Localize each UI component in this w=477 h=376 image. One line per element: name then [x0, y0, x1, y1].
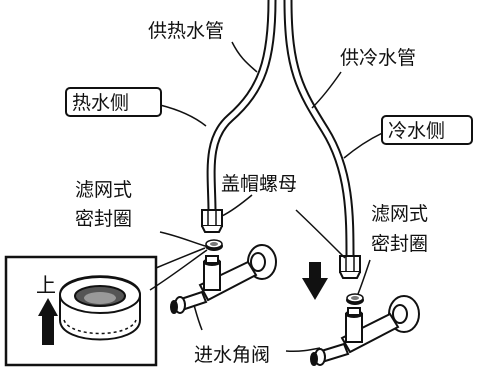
- cold-angle-valve: [310, 295, 420, 366]
- cold-cap-nut: [339, 255, 361, 279]
- hot-cap-nut: [201, 209, 223, 233]
- hot-angle-valve: [170, 244, 277, 314]
- cap-nut-label: 盖帽螺母: [221, 173, 297, 195]
- hot-water-hose: [206, 0, 277, 217]
- cold-side-label-box: [381, 115, 473, 145]
- left-filter-gasket-label-line1: 滤网式: [75, 179, 132, 201]
- hot-side-label: 热水侧: [72, 92, 129, 114]
- hot-supply-pipe-label: 供热水管: [148, 20, 224, 42]
- inset-up-label: 上: [36, 273, 56, 297]
- gasket-inset: [4, 255, 158, 367]
- inset-gasket-drawing: [59, 275, 141, 341]
- right-filter-gasket-label-line1: 滤网式: [371, 203, 428, 225]
- right-filter-gasket-label-line2: 密封圈: [371, 233, 428, 255]
- cold-supply-pipe-label: 供冷水管: [340, 47, 416, 69]
- cold-water-hose: [283, 0, 355, 263]
- inlet-angle-valve-label: 进水角阀: [194, 344, 270, 366]
- down-arrow-icon: [302, 262, 328, 300]
- hot-filter-gasket: [205, 239, 223, 251]
- cold-filter-gasket: [346, 293, 364, 305]
- hot-side-label-box: [65, 87, 162, 117]
- left-filter-gasket-label-line2: 密封圈: [75, 208, 132, 230]
- up-arrow-icon: [38, 298, 58, 345]
- cold-side-label: 冷水侧: [388, 120, 445, 142]
